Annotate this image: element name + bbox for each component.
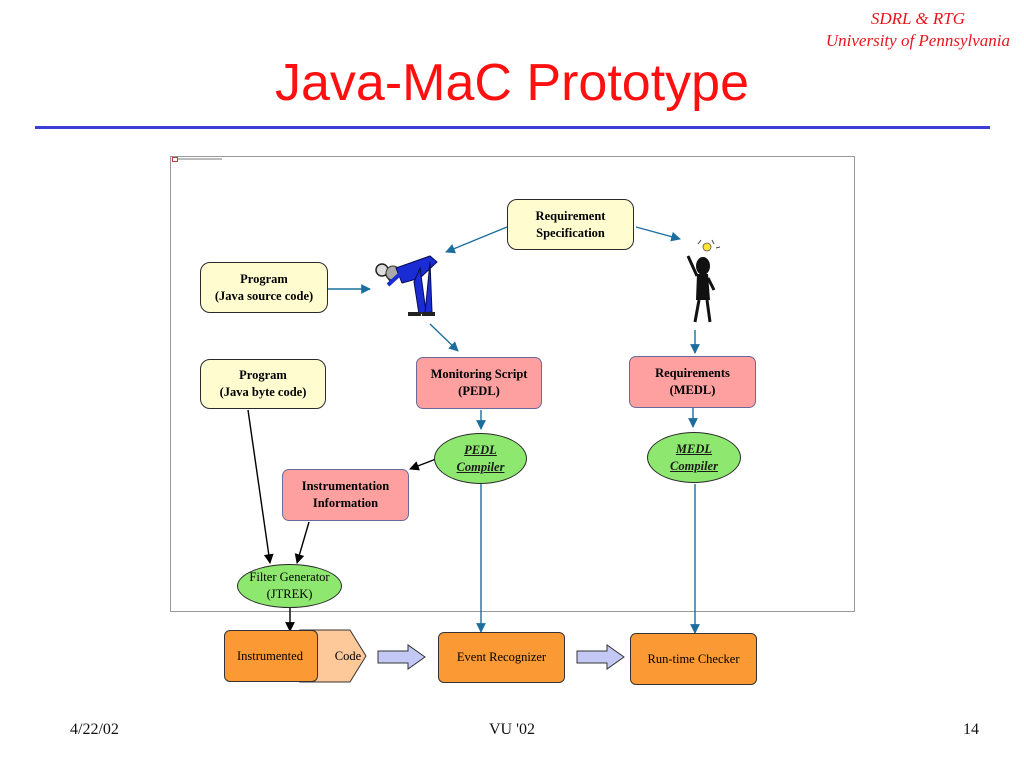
requirements-medl-box: Requirements (MEDL) <box>629 356 756 408</box>
program-bytecode-box: Program (Java byte code) <box>200 359 326 409</box>
lightbulb-idea-figure <box>686 239 721 323</box>
program-source-label: Program (Java source code) <box>214 271 314 303</box>
arrow-bytecode-to-filter <box>247 409 274 564</box>
title-divider <box>35 126 990 129</box>
filter-generator-ellipse: Filter Generator (JTREK) <box>237 564 342 608</box>
code-text-holder: Code <box>328 646 368 666</box>
arrow-inspector-to-script <box>429 323 459 352</box>
program-bytecode-label: Program (Java byte code) <box>219 368 307 399</box>
medl-compiler-label: MEDL Compiler <box>670 441 718 473</box>
block-arrow-code-to-recognizer <box>377 644 426 670</box>
pedl-compiler-ellipse: PEDL Compiler <box>434 433 527 484</box>
runtime-checker-label: Run-time Checker <box>647 651 740 666</box>
requirements-medl-label: Requirements (MEDL) <box>655 366 730 397</box>
runtime-checker-box: Run-time Checker <box>630 633 757 685</box>
event-recognizer-box: Event Recognizer <box>438 632 565 683</box>
magnifying-glass-inspector-figure <box>375 255 438 316</box>
frame-caption-strip <box>178 158 222 160</box>
block-arrow-recognizer-to-checker <box>576 644 625 670</box>
instrumented-label: Instrumented <box>237 648 303 663</box>
affiliation: SDRL & RTG University of Pennsylvania <box>826 8 1010 52</box>
instrumentation-information-box: Instrumentation Information <box>282 469 409 521</box>
program-source-box: Program (Java source code) <box>200 262 328 313</box>
affiliation-line-2: University of Pennsylvania <box>825 31 1010 50</box>
requirement-specification-box: Requirement Specification <box>507 199 634 250</box>
pedl-compiler-label: PEDL Compiler <box>456 442 505 474</box>
arrow-pedl-to-instrumentation <box>409 458 437 471</box>
instrumented-box: Instrumented <box>224 630 318 682</box>
medl-compiler-ellipse: MEDL Compiler <box>647 432 741 483</box>
event-recognizer-label: Event Recognizer <box>456 650 547 664</box>
filter-generator-label: Filter Generator (JTREK) <box>249 570 330 601</box>
footer-date: 4/22/02 <box>70 721 119 738</box>
slide-title: Java-MaC Prototype <box>275 54 749 112</box>
arrow-spec-to-idea <box>635 226 681 242</box>
frame-corner-mark <box>172 157 178 162</box>
instrumentation-information-label: Instrumentation Information <box>301 479 390 510</box>
arrow-instrumentation-to-filter <box>294 521 310 564</box>
footer-venue: VU '02 <box>489 721 535 738</box>
footer-page-number: 14 <box>963 721 979 738</box>
monitoring-script-box: Monitoring Script (PEDL) <box>416 357 542 409</box>
arrow-spec-to-inspector <box>445 226 508 254</box>
affiliation-line-1: SDRL & RTG <box>870 9 966 28</box>
monitoring-script-label: Monitoring Script (PEDL) <box>430 367 528 398</box>
code-label: Code <box>334 648 362 663</box>
requirement-specification-label: Requirement Specification <box>535 208 606 240</box>
